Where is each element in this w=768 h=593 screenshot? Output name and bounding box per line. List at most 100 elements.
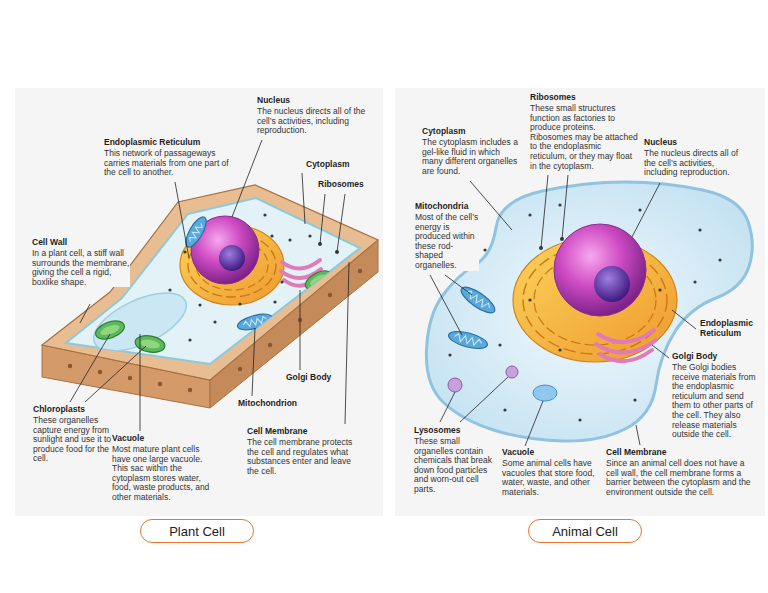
wall-pit (238, 367, 242, 371)
chloroplast-grana (308, 272, 327, 287)
part-name: Cytoplasm (306, 160, 349, 170)
part-name: Endoplasmic Reticulum (104, 138, 200, 148)
ribosome (280, 280, 283, 283)
wall-pit (158, 382, 162, 386)
ribosome (633, 398, 636, 401)
chloroplast-grana (99, 323, 121, 337)
lysosome (506, 366, 518, 378)
golgi-sac (598, 330, 654, 342)
cristae (188, 222, 204, 243)
ribosomes (168, 213, 339, 341)
wall-pit (188, 388, 192, 392)
ribosome (483, 248, 486, 251)
ribosome (448, 353, 451, 356)
ribosome (718, 258, 721, 261)
leader-line (525, 401, 543, 446)
ribosome (558, 203, 561, 206)
wall-pit (128, 376, 132, 380)
cristae (243, 316, 268, 328)
leader-line (175, 182, 189, 258)
golgi-sac (596, 340, 656, 353)
ribosome (168, 288, 171, 291)
leader-line (70, 334, 110, 402)
part-name: Ribosomes (530, 93, 576, 103)
chloroplast (93, 317, 127, 342)
part-description: The nucleus directs all of the cell’s ac… (257, 107, 369, 136)
leader-line (320, 194, 325, 244)
ribosome (238, 302, 241, 305)
part-name: Chloroplasts (33, 405, 85, 415)
chloroplast (302, 267, 333, 293)
cristae (454, 333, 483, 347)
part-description: The cytoplasm includes a gel-like fluid … (422, 138, 522, 176)
part-name: Cell Membrane (606, 448, 666, 458)
ribosome (183, 250, 186, 253)
part-description: The cell membrane protects the cell and … (247, 438, 361, 476)
ribosome (198, 303, 201, 306)
ribosome (270, 234, 273, 237)
golgi-body (596, 330, 656, 361)
part-description: Most of the cell’s energy is produced wi… (415, 213, 479, 271)
ribosome (273, 300, 276, 303)
ribosome (693, 280, 696, 283)
leader-line (85, 346, 146, 402)
ribosome (698, 228, 701, 231)
ribosome (213, 320, 216, 323)
mitochondrion-body (458, 283, 499, 317)
wall-pit (98, 370, 102, 374)
part-description: Some animal cells have vacuoles that sto… (502, 459, 600, 497)
chloroplast-grana (139, 338, 160, 349)
ribosome (528, 298, 531, 301)
wall-pit (68, 364, 72, 368)
part-description: Since an animal cell does not have a cel… (606, 459, 758, 497)
leader-line (440, 392, 455, 422)
leader-line (302, 173, 305, 224)
nucleolus (219, 245, 245, 271)
panel-ground (15, 88, 383, 516)
leader-line (140, 334, 141, 431)
part-name: Nucleus (644, 138, 677, 148)
part-description: These organelles capture energy from sun… (33, 416, 111, 464)
ribosome (578, 418, 581, 421)
chloroplast-body (134, 334, 166, 355)
part-description: In a plant cell, a stiff wall surrounds … (32, 249, 130, 287)
part-name: Lysosomes (414, 426, 460, 436)
plant-organelles (85, 213, 339, 363)
chloroplast-body (302, 267, 333, 293)
part-name: Cell Wall (32, 238, 67, 248)
wall-pit (358, 269, 362, 273)
leader-line (541, 175, 548, 248)
ribosome (503, 408, 506, 411)
leader-line (345, 262, 349, 424)
part-name: Endoplasmic Reticulum (700, 319, 762, 338)
ribosome (188, 338, 191, 341)
leader-line (80, 304, 90, 323)
golgi-sac (282, 260, 320, 269)
mitochondrion-body (182, 214, 210, 250)
ribosome (658, 288, 661, 291)
golgi-sac (600, 350, 652, 361)
mitochondrion (182, 214, 210, 250)
leader-line (632, 183, 660, 237)
part-name: Vacuole (502, 448, 534, 458)
ribosome (263, 213, 266, 216)
leader-line (652, 345, 669, 358)
cell-type-name: Animal Cell (552, 524, 618, 539)
leader-line (460, 377, 508, 422)
leader-line (337, 194, 345, 252)
cell-type-pill: Plant Cell (140, 519, 254, 543)
part-description: This network of passageways carries mate… (104, 149, 229, 178)
mitochondrion (458, 283, 499, 317)
ribosome (638, 208, 641, 211)
part-description: These small structures function as facto… (530, 104, 638, 171)
wall-pit (328, 293, 332, 297)
part-name: Mitochondria (415, 202, 468, 212)
mitochondrion (447, 328, 489, 352)
part-description: The nucleus directs all of the cell’s ac… (644, 149, 744, 178)
cell-type-name: Plant Cell (169, 524, 225, 539)
part-description: Most mature plant cells have one large v… (112, 445, 212, 503)
mitochondrion-body (447, 328, 489, 352)
cell-type-pill: Animal Cell (528, 519, 642, 543)
